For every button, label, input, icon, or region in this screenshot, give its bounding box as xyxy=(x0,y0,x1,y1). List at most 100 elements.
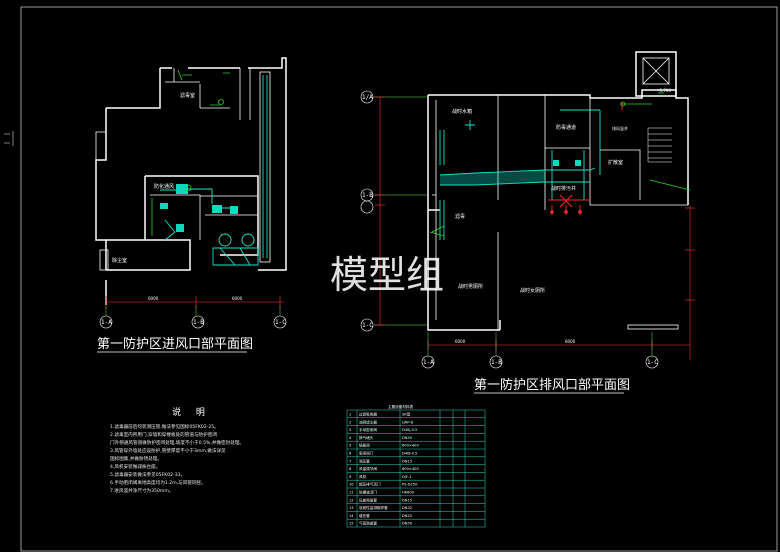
note-line-1: 1.滤毒器前后均装测压管,做法参见国标05FK02-25。 xyxy=(110,423,219,430)
table-cell: 油网滤尘器 xyxy=(359,419,377,424)
note-line-2: 2.滤毒室内所用门,穿墙和穿楼板处的管道与防护密闭 xyxy=(110,431,217,438)
right-axis-left-1: 1/A xyxy=(362,94,373,101)
frame-ticks xyxy=(4,131,14,146)
left-green-accents xyxy=(151,69,230,236)
right-dimension: 6000 6000 1-A 1-B 1-C xyxy=(421,205,695,369)
table-cell: 密闭阀门 xyxy=(359,450,374,455)
right-duct xyxy=(439,109,601,240)
right-green-accents xyxy=(429,92,691,237)
table-cell: 2 xyxy=(349,420,351,424)
left-axis-1c: 1-C xyxy=(275,319,286,326)
left-dimension: 6000 6000 xyxy=(105,296,284,308)
left-plan-title: 第一防护区进风口部平面图 xyxy=(97,336,253,352)
svg-text:6000: 6000 xyxy=(565,339,576,344)
right-axis-bottom-1: 1-A xyxy=(423,359,434,366)
svg-text:6000: 6000 xyxy=(232,296,243,301)
equipment-table: 主要设备材料表 1 过滤吸收器 SR型 2 油网滤尘器 LWP-D 3 手动密闭阀 D40J-0… xyxy=(346,404,486,528)
table-cell: 气密测量管 xyxy=(359,521,377,526)
room-label-exhaust-shaft: 排风竖井 xyxy=(612,125,628,131)
table-cell: 600×400 xyxy=(402,444,419,448)
left-equipment xyxy=(160,184,259,266)
table-cell: 12 xyxy=(349,498,354,502)
table-cell: PS-D250 xyxy=(402,483,418,487)
note-line-5: 国标图集,并做防锈处理。 xyxy=(110,455,162,462)
right-axis-bottom-3: 1-C xyxy=(647,359,658,366)
table-cell: 测压管 xyxy=(359,458,370,463)
left-axis-bubbles: 1-A 1-B 1-C xyxy=(99,306,287,329)
table-cell: 手动密闭阀 xyxy=(359,427,377,432)
room-label-water-tank: 战时水箱 xyxy=(452,108,472,115)
table-cell: 6 xyxy=(349,451,352,455)
table-cell: DN32 xyxy=(402,506,412,510)
right-axis-left-2: 1-B xyxy=(362,192,373,199)
svg-text:6000: 6000 xyxy=(455,339,466,344)
elevation-mark: -5.700 xyxy=(658,88,671,93)
right-axis-bottom-2: 1-B xyxy=(491,359,502,366)
table-cell: DN15 xyxy=(402,459,412,463)
table-cell: 14 xyxy=(349,514,354,518)
note-line-4: 3.风管穿外墙处应设防护,管壁厚度不小于3mm,做法详见 xyxy=(110,447,226,454)
table-cell: 5 xyxy=(349,444,351,448)
room-label-filter: 滤毒 xyxy=(455,213,465,220)
note-line-8: 6.手动密闭阀离地高度均为1.2m,与风管同径。 xyxy=(110,479,206,486)
table-cell: 3 xyxy=(349,428,351,432)
room-label-dust-room: 除尘室 xyxy=(112,257,127,264)
table-cell: LWP-D xyxy=(402,420,414,424)
table-cell: DN25 xyxy=(402,514,412,518)
table-cell: 15 xyxy=(349,522,354,526)
notes-heading: 说 明 xyxy=(172,406,211,418)
right-plan: 战时水箱 防毒通道 扩散室 战时排污井 滤毒 战时男厕所 战时女厕所 排风竖井 … xyxy=(360,51,695,394)
room-label-expansion-room: 扩散室 xyxy=(608,159,623,166)
table-cell: SR型 xyxy=(402,411,411,416)
svg-text:6000: 6000 xyxy=(148,296,159,301)
note-line-9: 7.进风竖井净尺寸为350mm。 xyxy=(110,487,173,494)
design-notes: 说 明 1.滤毒器前后均装测压管,做法参见国标05FK02-25。 2.滤毒室内… xyxy=(110,406,244,494)
table-cell: 8 xyxy=(349,467,352,471)
table-cell: 风机 xyxy=(359,474,367,479)
table-cell: 600×400 xyxy=(402,467,419,471)
room-label-womens-toilet: 战时女厕所 xyxy=(520,287,545,294)
stair xyxy=(647,127,672,163)
note-line-7: 5.滤毒器安装做法参见05FK02-33。 xyxy=(110,471,185,478)
right-left-axis: 1/A 1-B 1-C xyxy=(360,90,428,332)
table-title: 主要设备材料表 xyxy=(388,404,414,409)
table-cell: 11 xyxy=(349,490,354,494)
table-cell: 放射性监测取样管 xyxy=(359,505,388,510)
table-cell: 7 xyxy=(349,459,351,463)
watermark: 模型组 xyxy=(330,253,444,297)
table-cell: 13 xyxy=(349,506,354,510)
right-plan-title: 第一防护区排风口部平面图 xyxy=(474,377,630,393)
table-cell: DJF-1 xyxy=(402,475,411,479)
room-label-chem-ventilation: 防化通风 xyxy=(154,183,174,190)
right-red-equipment xyxy=(548,102,623,215)
table-cell: 超压排气活门 xyxy=(359,482,381,487)
table-cell: DN50 xyxy=(402,522,413,526)
table-cell: 换气堵头 xyxy=(359,435,374,440)
table-cell: D40J-0.5 xyxy=(402,451,417,455)
room-label-sewage-well: 战时排污井 xyxy=(551,185,576,192)
table-cell: 插板阀 xyxy=(359,443,370,448)
table-cell: 风量调节阀 xyxy=(359,466,377,471)
table-cell: 9 xyxy=(349,475,352,479)
table-cell: 10 xyxy=(349,483,354,487)
table-cell: 过滤吸收器 xyxy=(359,411,377,416)
room-label-mens-toilet: 战时男厕所 xyxy=(458,283,483,290)
table-cell: 压差测量管 xyxy=(359,497,377,502)
table-cell: 4 xyxy=(349,436,352,440)
room-label-filter-room: 滤毒室 xyxy=(180,92,195,99)
table-cell: HK600 xyxy=(402,490,415,494)
table-cell: D40J-0.5 xyxy=(402,428,417,432)
table-cell: 增压管 xyxy=(359,513,370,518)
table-rows: 1 过滤吸收器 SR型 2 油网滤尘器 LWP-D 3 手动密闭阀 D40J-0.5 4 换气堵头 D… xyxy=(347,411,485,526)
left-plan: 滤毒室 防化通风 除尘室 6000 6000 1-A 1-B 1-C 第一防护区进… xyxy=(95,57,287,353)
left-axis-1a: 1-A xyxy=(101,319,112,326)
drawing-frame xyxy=(20,6,778,552)
right-axis-left-3: 1-C xyxy=(362,322,373,329)
table-cell: DN50 xyxy=(402,436,413,440)
note-line-6: 4.风机安装做减振台座。 xyxy=(110,463,160,470)
table-cell: 1 xyxy=(349,412,351,416)
table-cell: DN15 xyxy=(402,498,412,502)
note-line-3: 门外侧通风管道做防护密闭处理,坡度不小于0.5%,并做密封处理。 xyxy=(110,439,244,446)
left-axis-1b: 1-B xyxy=(193,319,204,326)
